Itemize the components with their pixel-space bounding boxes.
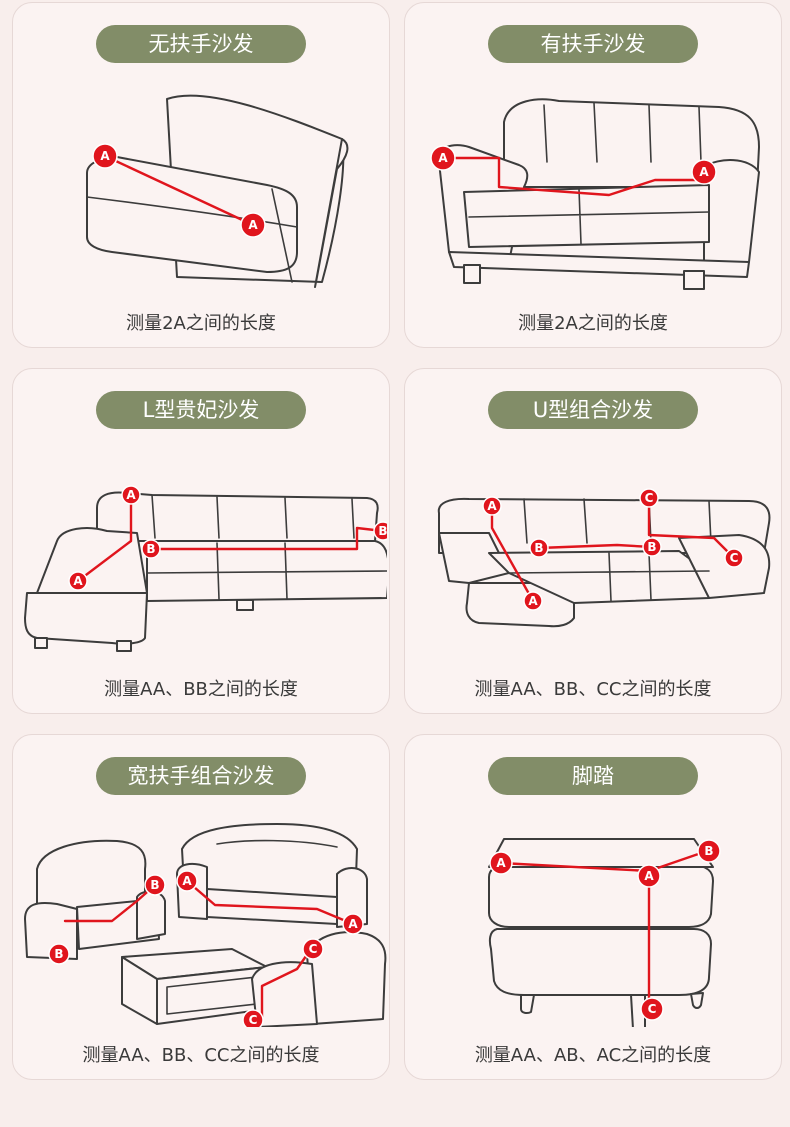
- card-title: U型组合沙发: [488, 391, 698, 429]
- marker-a-right: A: [691, 159, 717, 185]
- card-sofa-with-arms: 有扶手沙发 A A 测量2A之间的长度: [404, 2, 782, 348]
- marker-b: B: [697, 839, 721, 863]
- measure-line-bb: [149, 526, 385, 551]
- measure-line-cc: [260, 947, 313, 1023]
- svg-text:A: A: [487, 499, 497, 513]
- marker-c-bottom: C: [242, 1009, 264, 1027]
- card-title: L型贵妃沙发: [96, 391, 306, 429]
- card-l-shaped-sofa: L型贵妃沙发 A A B B 测量AA、BB之间的长度: [12, 368, 390, 714]
- measure-line-ab: [647, 849, 709, 873]
- svg-text:B: B: [534, 541, 543, 555]
- svg-text:A: A: [182, 874, 192, 888]
- wide-arm-sofa-illustration: B B A A C C: [24, 823, 387, 1027]
- svg-text:A: A: [496, 856, 506, 870]
- card-caption: 测量2A之间的长度: [518, 313, 668, 334]
- measure-line-bb-left: [63, 883, 157, 923]
- card-caption: 测量AA、BB、CC之间的长度: [82, 1045, 320, 1066]
- svg-text:C: C: [309, 942, 318, 956]
- svg-text:C: C: [645, 491, 654, 505]
- marker-b-right: B: [373, 521, 387, 541]
- svg-text:A: A: [73, 574, 83, 588]
- marker-a-left: A: [489, 851, 513, 875]
- svg-text:A: A: [438, 151, 448, 165]
- l-sofa-illustration: A A B B: [24, 485, 387, 652]
- marker-a-bottom: A: [523, 591, 543, 611]
- marker-a-left: A: [176, 870, 198, 892]
- svg-text:A: A: [528, 594, 538, 608]
- marker-a-top: A: [121, 485, 141, 505]
- marker-c: C: [640, 997, 664, 1021]
- marker-b-left: B: [141, 539, 161, 559]
- svg-text:A: A: [100, 149, 110, 163]
- marker-c-top: C: [302, 938, 324, 960]
- measure-line-aa: [499, 861, 651, 873]
- svg-text:B: B: [54, 947, 63, 961]
- marker-a-left: A: [92, 143, 118, 169]
- measure-line-cc: [647, 496, 736, 560]
- svg-text:C: C: [249, 1013, 258, 1027]
- marker-a-top: A: [482, 496, 502, 516]
- card-ottoman: 脚踏 A A B C 测量AA、AB、AC之间的长度: [404, 734, 782, 1080]
- svg-text:C: C: [730, 551, 739, 565]
- card-title: 有扶手沙发: [488, 25, 698, 63]
- svg-text:B: B: [704, 844, 713, 858]
- card-caption: 测量2A之间的长度: [126, 313, 276, 334]
- svg-text:A: A: [248, 218, 258, 232]
- card-u-shaped-sofa: U型组合沙发 A A B B C: [404, 368, 782, 714]
- ottoman-illustration: A A B C: [488, 838, 721, 1027]
- marker-a-right: A: [240, 212, 266, 238]
- measure-line-aa: [76, 493, 133, 583]
- arm-sofa-illustration: A A: [430, 98, 760, 290]
- marker-c-top: C: [639, 488, 659, 508]
- measure-line-bb: [537, 543, 654, 550]
- svg-text:C: C: [648, 1002, 657, 1016]
- svg-text:A: A: [644, 869, 654, 883]
- card-title: 宽扶手组合沙发: [96, 757, 306, 795]
- svg-text:A: A: [126, 488, 136, 502]
- card-caption: 测量AA、BB、CC之间的长度: [474, 679, 712, 700]
- svg-text:B: B: [146, 542, 155, 556]
- svg-text:A: A: [699, 165, 709, 179]
- marker-b-right: B: [642, 537, 662, 557]
- marker-c-bottom: C: [724, 548, 744, 568]
- svg-text:B: B: [150, 878, 159, 892]
- svg-text:A: A: [348, 917, 358, 931]
- measure-line-aa: [185, 879, 355, 926]
- marker-b-left: B: [48, 943, 70, 965]
- card-armless-sofa: 无扶手沙发 A A 测量2A之间的长度: [12, 2, 390, 348]
- u-sofa-illustration: A A B B C C: [437, 488, 771, 628]
- card-title: 无扶手沙发: [96, 25, 306, 63]
- marker-a-left: A: [430, 145, 456, 171]
- marker-b-right: B: [144, 874, 166, 896]
- marker-a-center: A: [637, 864, 661, 888]
- svg-text:B: B: [378, 524, 387, 538]
- svg-text:B: B: [647, 540, 656, 554]
- marker-a-right: A: [342, 913, 364, 935]
- card-wide-arm-sofa-set: 宽扶手组合沙发 B B A: [12, 734, 390, 1080]
- card-caption: 测量AA、AB、AC之间的长度: [474, 1045, 712, 1066]
- armless-sofa-illustration: A A: [86, 94, 349, 288]
- card-caption: 测量AA、BB之间的长度: [104, 679, 298, 700]
- marker-a-bottom: A: [68, 571, 88, 591]
- measure-line-aa: [103, 154, 255, 227]
- card-title: 脚踏: [488, 757, 698, 795]
- marker-b-left: B: [529, 538, 549, 558]
